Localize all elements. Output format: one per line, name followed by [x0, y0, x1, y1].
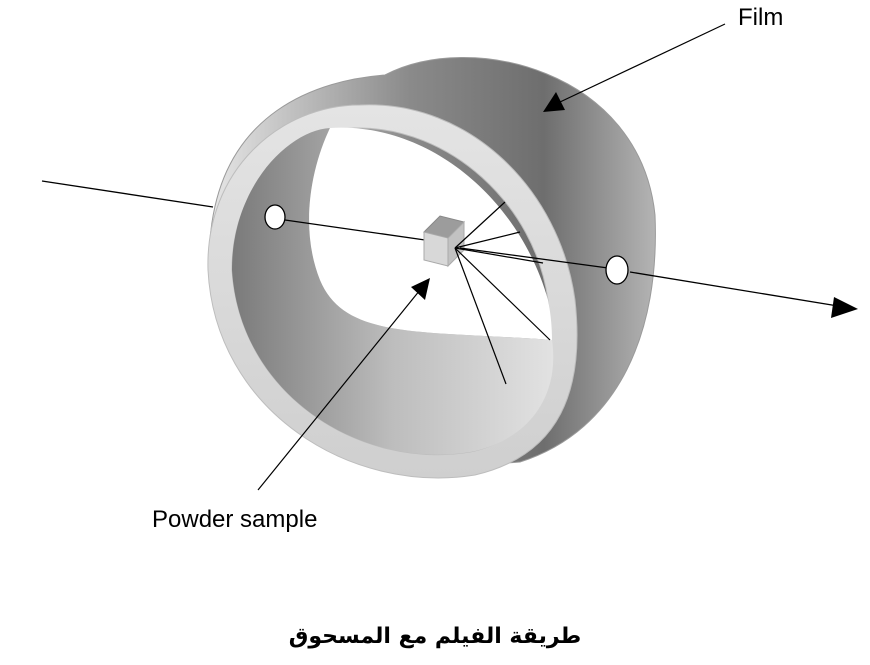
diffracted-ray [454, 247, 551, 341]
transmitted-beam-arrowhead [831, 297, 858, 318]
film-pointer-line [559, 23, 726, 103]
powder-sample-label: Powder sample [152, 506, 318, 533]
powder-pointer-arrowhead [411, 278, 430, 300]
diffracted-ray [454, 201, 506, 249]
diagram-caption: طريقة الفيلم مع المسحوق [288, 624, 582, 649]
diffracted-ray [454, 231, 521, 249]
transmitted-beam [459, 247, 609, 269]
powder-pointer-line [257, 289, 421, 491]
transmitted-beam-outside [629, 271, 839, 307]
film-drum-inner-wall [232, 128, 554, 455]
diffracted-ray [454, 247, 507, 385]
exit-hole [605, 255, 629, 285]
film-pointer-arrowhead [543, 92, 565, 112]
powder-sample-block [423, 215, 465, 268]
film-label: Film [738, 4, 784, 31]
diffracted-rays [454, 201, 551, 385]
entrance-hole [264, 204, 286, 230]
incident-beam-outside [41, 180, 214, 208]
incident-beam-inside [284, 219, 426, 241]
diffracted-ray [454, 247, 544, 264]
